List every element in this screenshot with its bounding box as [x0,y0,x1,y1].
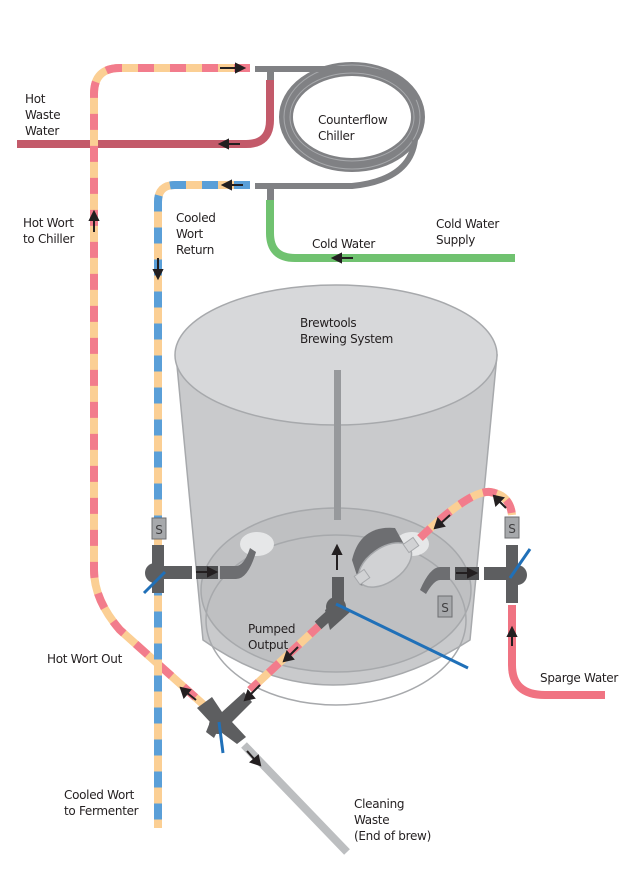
label-counterflow-chiller: Counterflow Chiller [318,113,388,143]
right-valve-handle [508,548,532,579]
center-valve-handle [335,602,469,670]
left-valve-handle [142,570,167,595]
sensor-sparge-label: S [508,522,516,536]
sensor-cooled-return: S [151,517,167,540]
label-cooled-wort-return: Cooled Wort Return [176,211,216,257]
label-sparge-water: Sparge Water [540,671,618,685]
arrow-down-left-icon [282,646,299,663]
vessel-center-tube [334,370,341,520]
cold-water-pipe [266,200,515,262]
bottom-valve-handle [217,721,225,754]
arrow-right-icon [220,62,247,74]
bottom-y-fitting [197,692,252,744]
arrow-down-right-icon [246,750,262,767]
arrow-left-icon [220,179,243,191]
flow-arrows [88,62,518,767]
arrow-down-left-icon [433,514,451,530]
sparge-water-pipe [508,605,605,699]
arrow-down-left-icon [243,684,261,702]
pump-inlet-pipe [417,487,516,541]
label-cold-water-supply: Cold Water Supply [436,217,499,247]
counterflow-chiller [255,62,425,201]
arrow-right-icon [456,567,479,579]
label-pumped-output: Pumped Output [248,622,296,652]
sensor-sparge: S [504,516,520,539]
label-cooled-wort-to-fermenter: Cooled Wort to Fermenter [64,788,139,818]
label-hot-wort-out: Hot Wort Out [47,652,122,666]
arrow-up-left-icon [179,686,197,701]
label-hot-waste-water: Hot Waste Water [25,92,61,138]
pump [352,527,420,588]
arrow-up-icon [88,209,100,232]
arrow-up-icon [331,543,343,570]
label-brewing-system: Brewtools Brewing System [300,316,394,346]
arrow-up-left-icon [492,494,507,509]
cleaning-waste-pipe [241,742,350,855]
label-cold-water: Cold Water [312,237,375,251]
arrow-up-icon [506,625,518,646]
label-hot-wort-to-chiller: Hot Wort to Chiller [23,216,75,246]
cooled-wort-pipe [154,181,250,828]
vessel-port-left [240,532,274,556]
label-cleaning-waste: Cleaning Waste (End of brew) [354,797,431,843]
hot-wort-pipe [90,64,250,709]
arrow-right-icon [196,566,219,578]
sensor-cooled-return-label: S [155,523,163,537]
sensor-vessel-inlet: S [437,595,453,618]
brewing-vessel [174,284,498,706]
sensor-vessel-inlet-label: S [441,601,449,615]
arrow-left-icon [330,252,353,264]
hot-waste-water-pipe [17,80,274,148]
arrow-down-icon [152,258,164,281]
arrow-left-icon [217,138,240,150]
vessel-bottom-inner [205,534,467,706]
